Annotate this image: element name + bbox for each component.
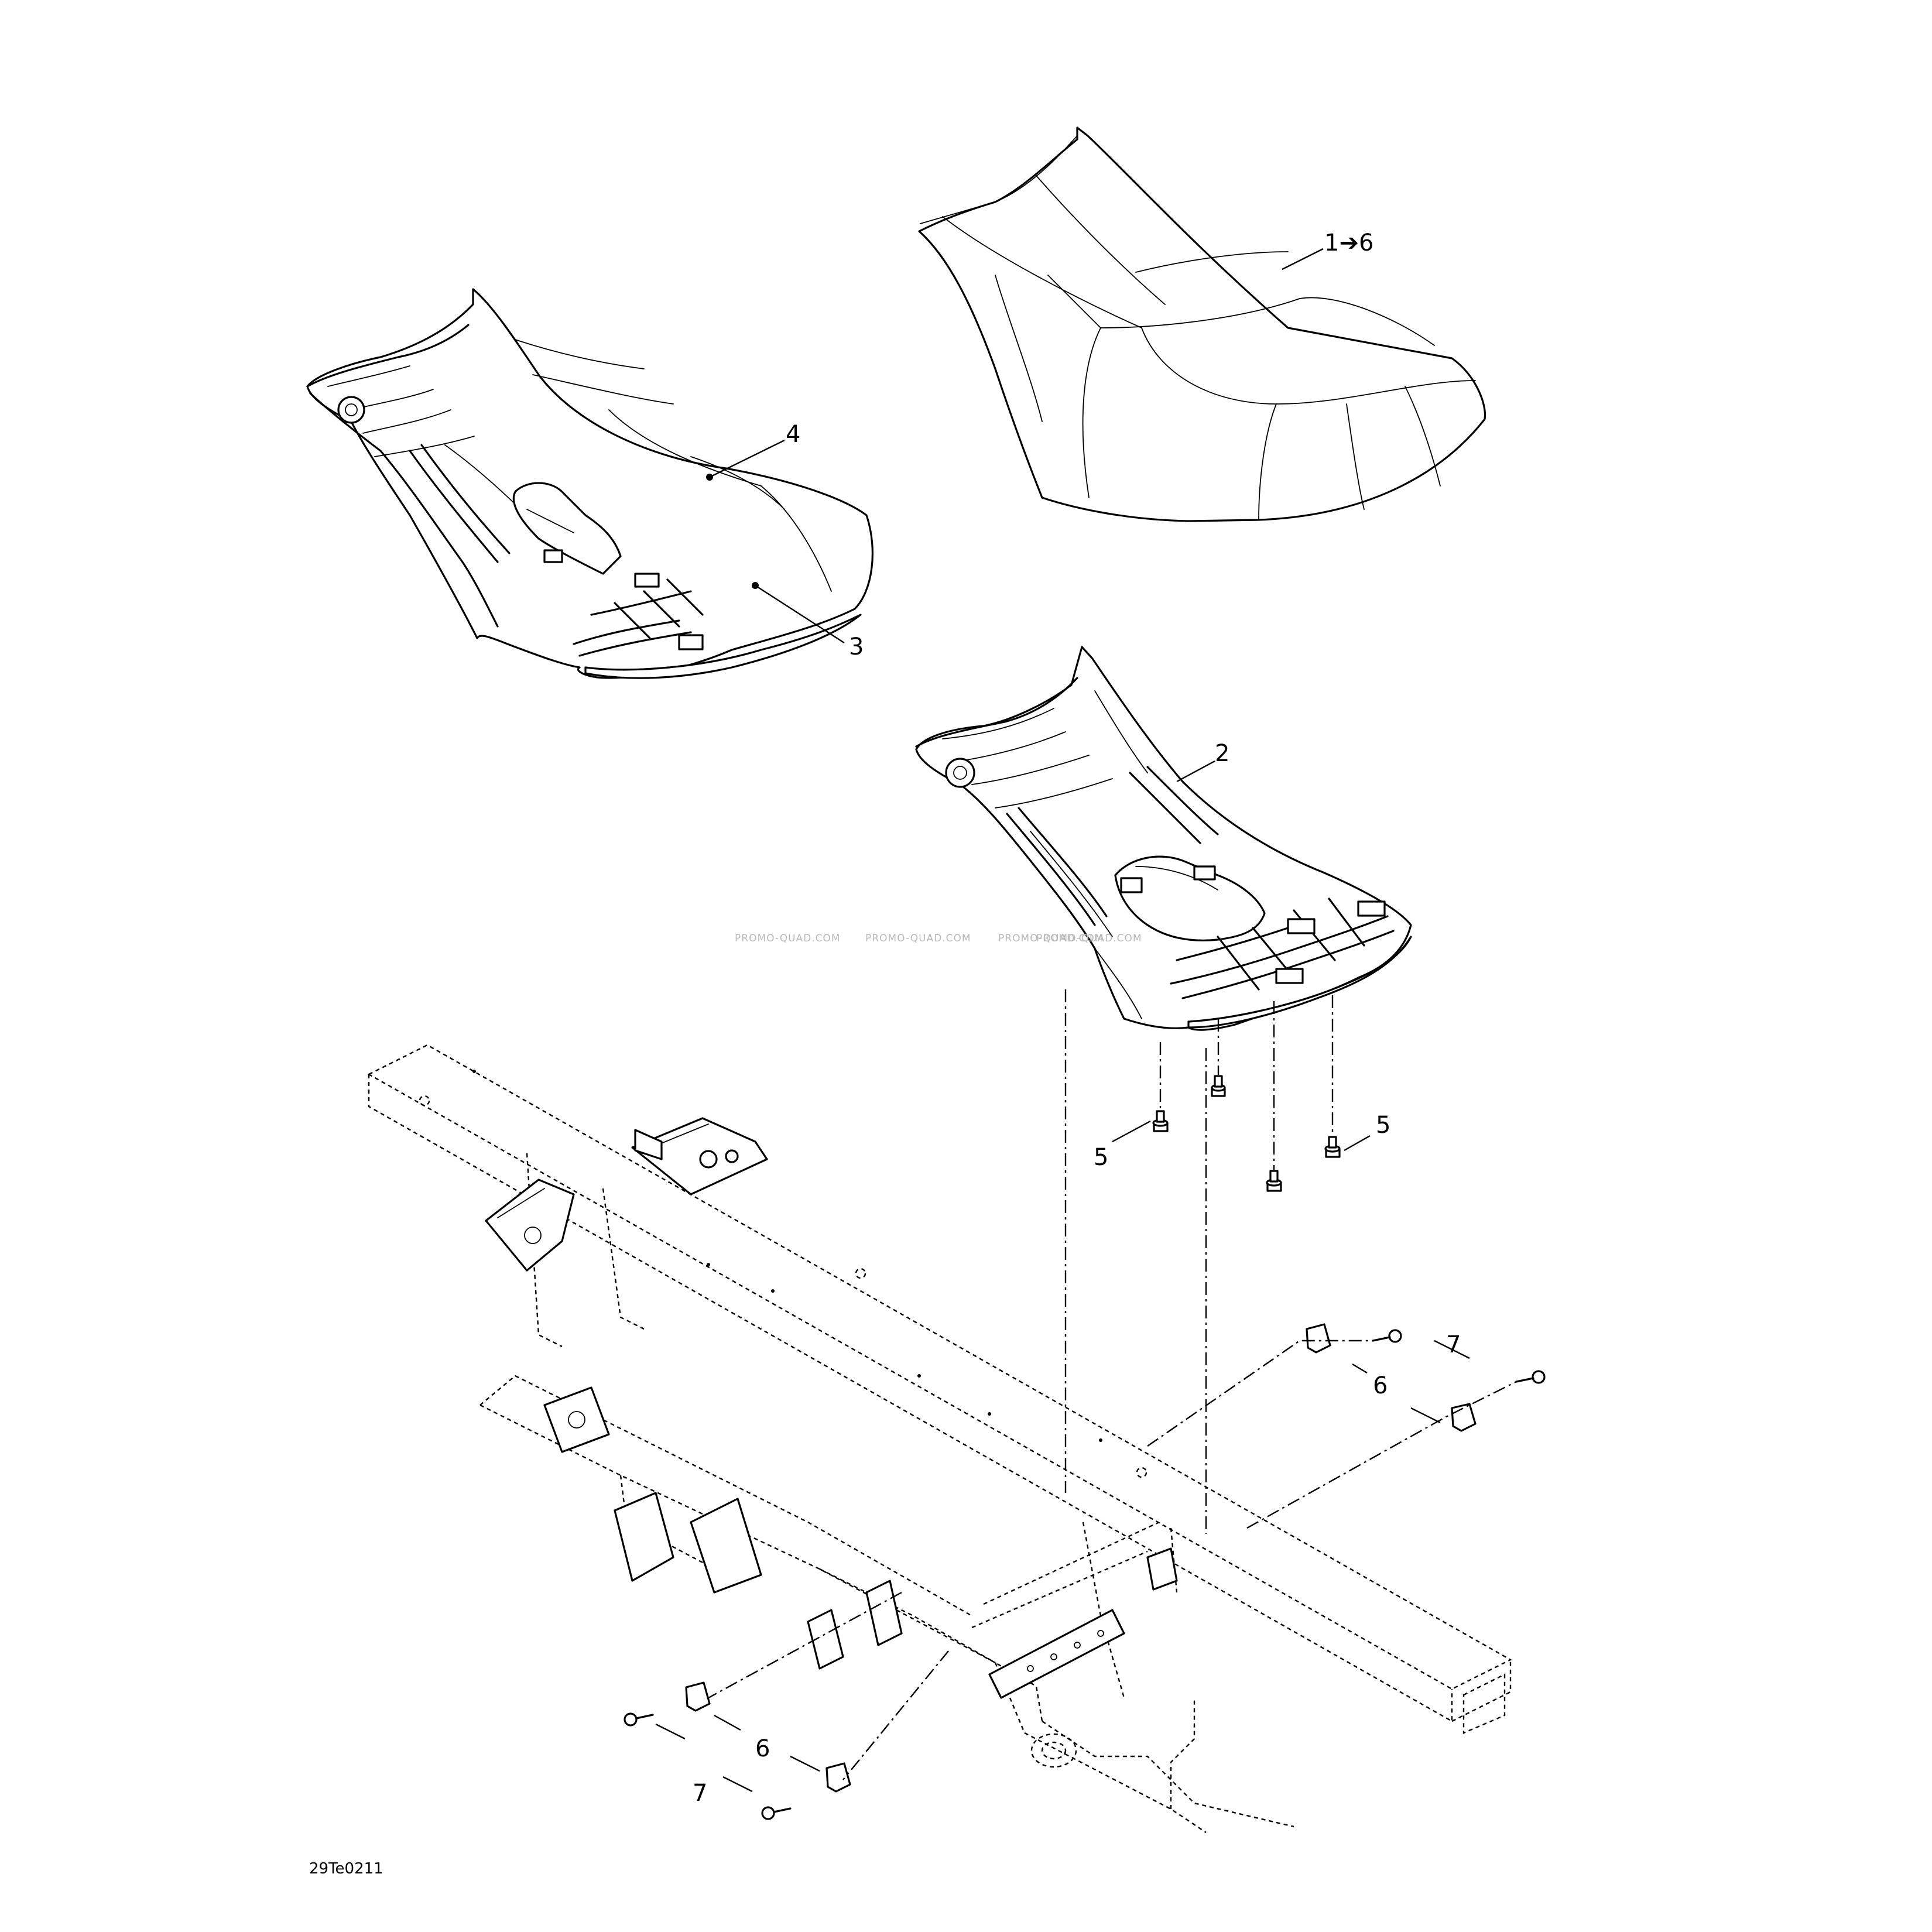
watermark-text-2: PROMO-QUAD.COM — [865, 933, 971, 944]
callout-labels: 1➔6 2 3 4 5 5 6 6 7 7 — [693, 229, 1461, 1807]
callout-bumper-left: 5 — [1094, 1144, 1108, 1171]
callout-screw-left: 7 — [693, 1780, 707, 1807]
watermark-text-1: PROMO-QUAD.COM — [735, 933, 841, 944]
callout-bumper-right: 5 — [1376, 1112, 1390, 1139]
watermark-text-3: PROMO-QUAD.COM — [998, 933, 1104, 944]
complete-seat — [918, 126, 1486, 522]
callout-latch: 3 — [849, 633, 864, 660]
callout-bracket-right: 6 — [1373, 1372, 1388, 1399]
callout-seat-base: 2 — [1215, 740, 1229, 767]
callout-bracket-left: 6 — [755, 1735, 770, 1762]
seat-brackets-and-screws — [624, 1323, 1546, 1820]
seat-base — [915, 646, 1412, 1031]
frame-phantom — [367, 1044, 1512, 1833]
watermark: PROMO-QUAD.COM PROMO-QUAD.COM PROMO-QUAD… — [735, 933, 1142, 944]
callout-cover: 4 — [786, 421, 800, 448]
drawing-code: 29Te0211 — [309, 1860, 383, 1878]
callout-seat-assembly: 1➔6 — [1324, 229, 1373, 256]
leader-lines — [655, 248, 1470, 1793]
frame-brackets — [485, 1117, 1178, 1699]
rubber-bumpers — [1152, 1075, 1341, 1192]
watermark-text-4: PROMO-QUAD.COM — [1036, 933, 1142, 944]
callout-screw-right: 7 — [1446, 1331, 1461, 1358]
seat-cover-underside — [306, 288, 874, 679]
assembly-lines — [708, 989, 1517, 1780]
